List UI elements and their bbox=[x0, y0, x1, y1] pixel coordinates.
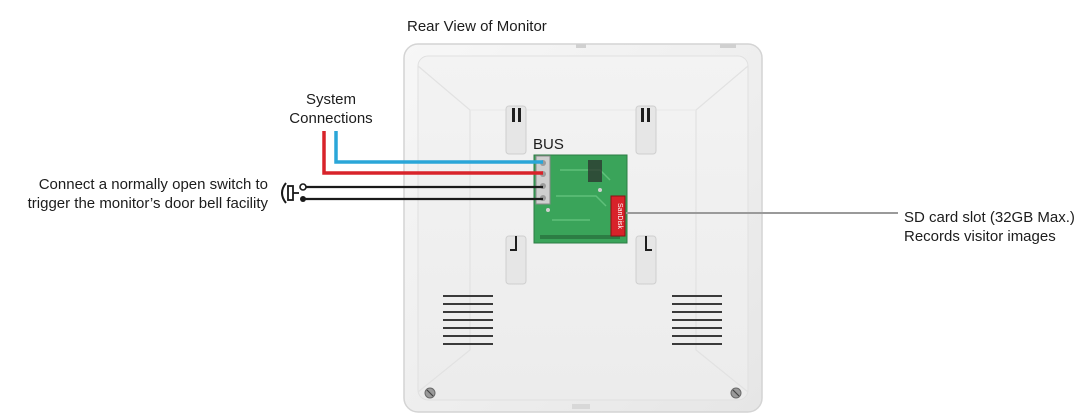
sd-card-slot-label: SD card slot (32GB Max.) Records visitor… bbox=[904, 208, 1075, 246]
bus-label: BUS bbox=[533, 136, 564, 153]
sd-card-slot-line-2: Records visitor images bbox=[904, 228, 1056, 245]
mounting-hook-bottom-left bbox=[505, 235, 527, 285]
sd-card-brand: SanDisk bbox=[616, 203, 623, 230]
speaker-vent-left bbox=[443, 295, 493, 345]
mounting-hook-bottom-right bbox=[635, 235, 657, 285]
doorbell-switch-note-line-1: Connect a normally open switch to bbox=[38, 176, 268, 193]
system-connection-wires bbox=[322, 131, 543, 175]
doorbell-switch-note-line-2: trigger the monitor’s door bell facility bbox=[27, 195, 268, 212]
system-connections-line-1: System bbox=[305, 91, 356, 108]
system-connections-line-2: Connections bbox=[289, 110, 373, 127]
push-switch-icon bbox=[281, 182, 307, 204]
mounting-hook-top-right bbox=[635, 105, 657, 155]
sd-card: SanDisk bbox=[610, 195, 626, 237]
screw-bottom-left bbox=[424, 387, 436, 399]
doorbell-switch-note: Connect a normally open switch to trigge… bbox=[4, 175, 268, 213]
mounting-hook-top-left bbox=[505, 105, 527, 155]
system-connections-label: System Connections bbox=[281, 90, 381, 128]
screw-bottom-right bbox=[730, 387, 742, 399]
diagram-title: Rear View of Monitor bbox=[407, 18, 547, 35]
doorbell-switch-wires bbox=[303, 185, 543, 201]
sd-card-slot-line-1: SD card slot (32GB Max.) bbox=[904, 209, 1075, 226]
speaker-vent-right bbox=[672, 295, 722, 345]
